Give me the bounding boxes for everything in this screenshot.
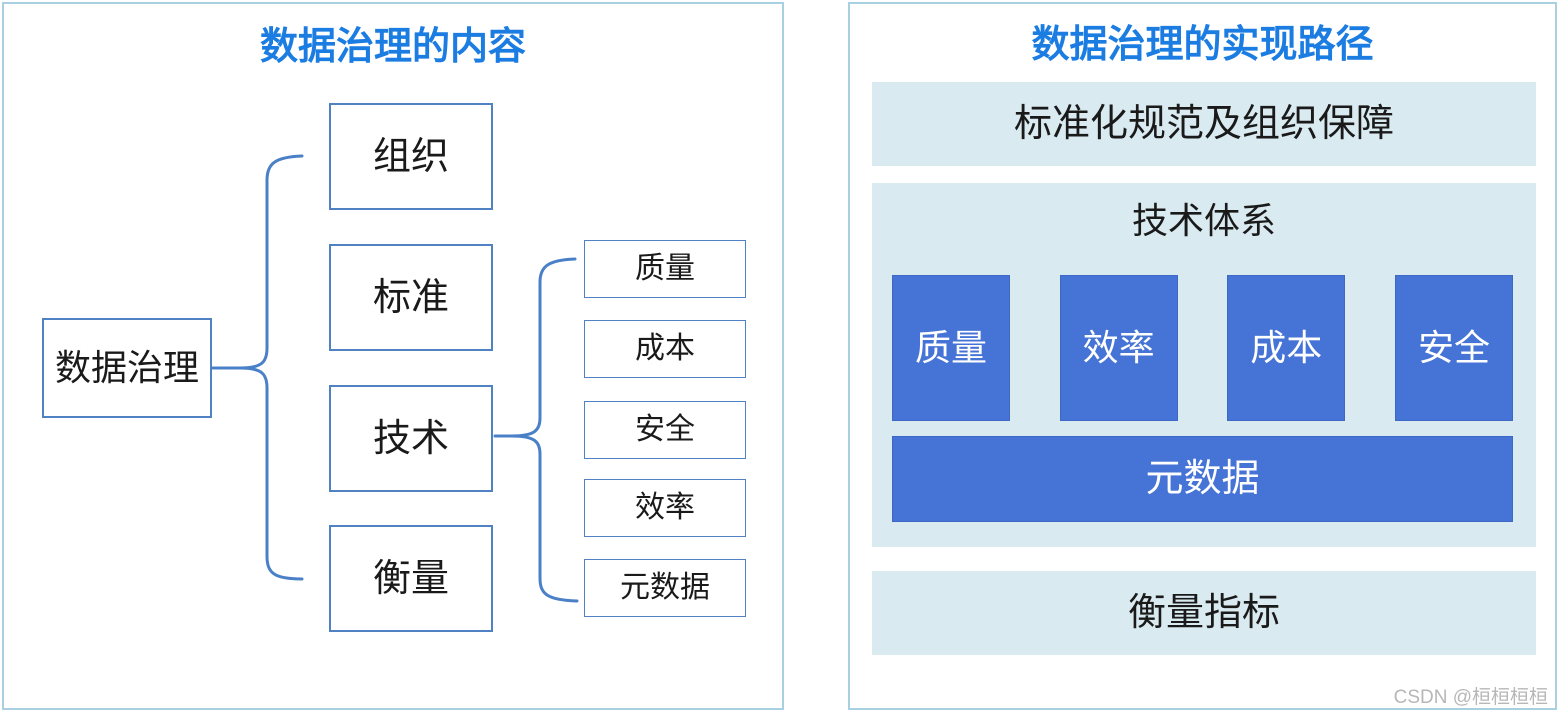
watermark: CSDN @桓桓桓桓 — [1393, 687, 1548, 708]
metadata-base-bar: 元数据 — [892, 436, 1513, 522]
band-technical-system: 技术体系 质量 效率 成本 安全 元数据 — [872, 183, 1536, 547]
pillar-quality: 质量 — [892, 275, 1010, 421]
node-cost: 成本 — [584, 320, 746, 378]
node-organization: 组织 — [329, 103, 493, 210]
left-panel-title: 数据治理的内容 — [259, 26, 526, 68]
left-diagram-panel: 数据治理的内容 数据治理 组织 标准 技术 衡量 质量 成本 安全 效率 元数据 — [2, 2, 784, 710]
node-technology: 技术 — [329, 385, 493, 492]
technical-system-label: 技术体系 — [1131, 200, 1276, 241]
brace-technology-to-level2 — [493, 257, 579, 603]
node-data-governance: 数据治理 — [42, 318, 212, 418]
band-standardization: 标准化规范及组织保障 — [872, 82, 1536, 166]
right-diagram-panel: 数据治理的实现路径 标准化规范及组织保障 技术体系 质量 效率 成本 安全 元数… — [848, 2, 1557, 710]
node-measurement: 衡量 — [329, 525, 493, 632]
node-security: 安全 — [584, 401, 746, 459]
node-standard: 标准 — [329, 244, 493, 351]
node-metadata: 元数据 — [584, 559, 746, 617]
node-efficiency: 效率 — [584, 479, 746, 537]
right-panel-title: 数据治理的实现路径 — [1031, 24, 1374, 66]
pillar-cost: 成本 — [1227, 275, 1346, 421]
band-measurement-indicators: 衡量指标 — [872, 571, 1536, 655]
pillar-security: 安全 — [1394, 275, 1513, 421]
pillar-row: 质量 效率 成本 安全 — [892, 275, 1513, 421]
brace-root-to-level1 — [210, 154, 304, 581]
node-quality: 质量 — [584, 240, 746, 298]
pillar-efficiency: 效率 — [1059, 275, 1178, 421]
